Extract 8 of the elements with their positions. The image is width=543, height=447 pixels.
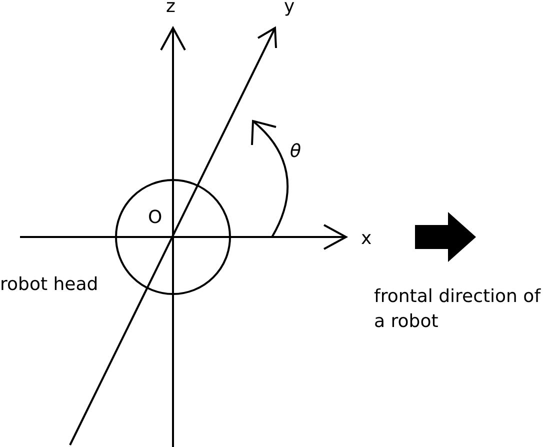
axis-label: y	[284, 0, 295, 18]
head-circle	[115, 179, 231, 295]
angle-label: θ	[290, 141, 302, 163]
origin-label: O	[148, 207, 162, 229]
axis-label: x	[361, 228, 372, 250]
part-label: robot head	[0, 274, 98, 296]
caption-text: frontal direction of a robot	[374, 285, 542, 334]
axis-label: z	[166, 0, 176, 18]
